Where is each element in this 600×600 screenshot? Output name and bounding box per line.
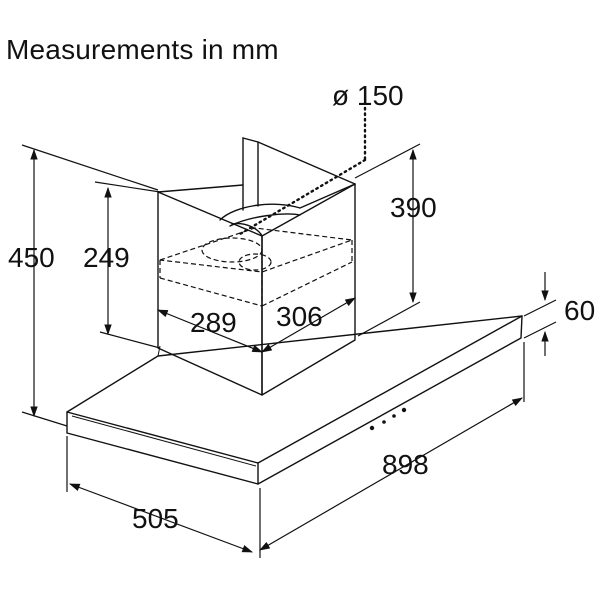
label-duct-diameter: ø 150 — [332, 80, 404, 111]
label-inner-chimney-height: 249 — [83, 242, 130, 273]
label-upper-chimney-height: 390 — [390, 192, 437, 223]
label-chimney-width: 289 — [190, 307, 237, 338]
label-canopy-thickness: 60 — [564, 295, 595, 326]
dim-canopy-width: 898 — [259, 342, 525, 558]
dim-canopy-depth: 505 — [66, 436, 254, 553]
dim-upper-chimney-height: 390 — [354, 143, 437, 337]
label-canopy-depth: 505 — [132, 503, 179, 534]
dim-canopy-thickness: 60 — [523, 272, 595, 356]
label-total-height: 450 — [8, 242, 55, 273]
dim-total-height: 450 — [8, 144, 159, 427]
dim-duct-diameter: ø 150 — [332, 80, 404, 111]
dim-inner-chimney-height: 249 — [83, 181, 161, 349]
dim-chimney-width: 289 — [156, 307, 264, 353]
label-chimney-depth: 306 — [276, 301, 323, 332]
label-canopy-width: 898 — [382, 449, 429, 480]
dim-chimney-depth: 306 — [261, 297, 356, 353]
diagram-title: Measurements in mm — [6, 34, 279, 65]
